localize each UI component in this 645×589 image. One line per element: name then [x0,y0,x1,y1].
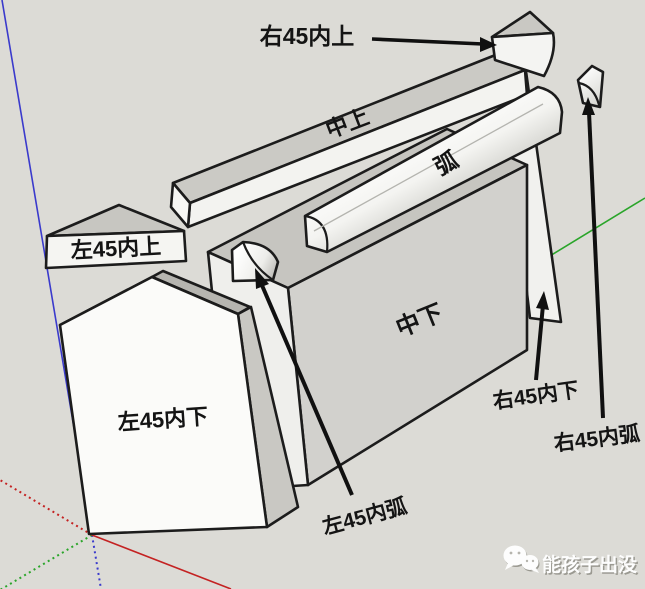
arrow-left45-inner-arc [255,268,354,496]
callout-arrows [255,37,605,496]
piece-left45-inner-lower[interactable]: 左45内下 [58,269,300,536]
arrow-right45-inner-lower [534,291,549,381]
red-axis-dotted [0,479,93,536]
red-axis-solid [91,534,232,589]
watermark-text-shadow: 能孩子出没 [544,555,640,578]
arrow-right45-inner-upper [371,37,497,52]
piece-right45-inner-upper[interactable] [490,10,556,78]
piece-right45-inner-arc[interactable] [576,64,605,109]
piece-left45-inner-arc[interactable] [230,240,280,283]
label-right45-inner-upper: 右45内上 [260,23,355,49]
watermark-text: 能孩子出没 [542,553,638,576]
wechat-chat-bubbles-icon [503,545,540,573]
green-axis-dotted [0,534,93,589]
watermark: 能孩子出没 能孩子出没 [503,545,640,578]
piece-arc-bar[interactable]: 弧 [303,85,564,254]
arrow-right45-inner-arc [582,97,605,419]
label-left45-inner-upper: 左45内上 [70,233,162,263]
piece-left45-inner-upper[interactable]: 左45内上 [44,203,188,270]
blue-axis-dotted [91,534,102,589]
